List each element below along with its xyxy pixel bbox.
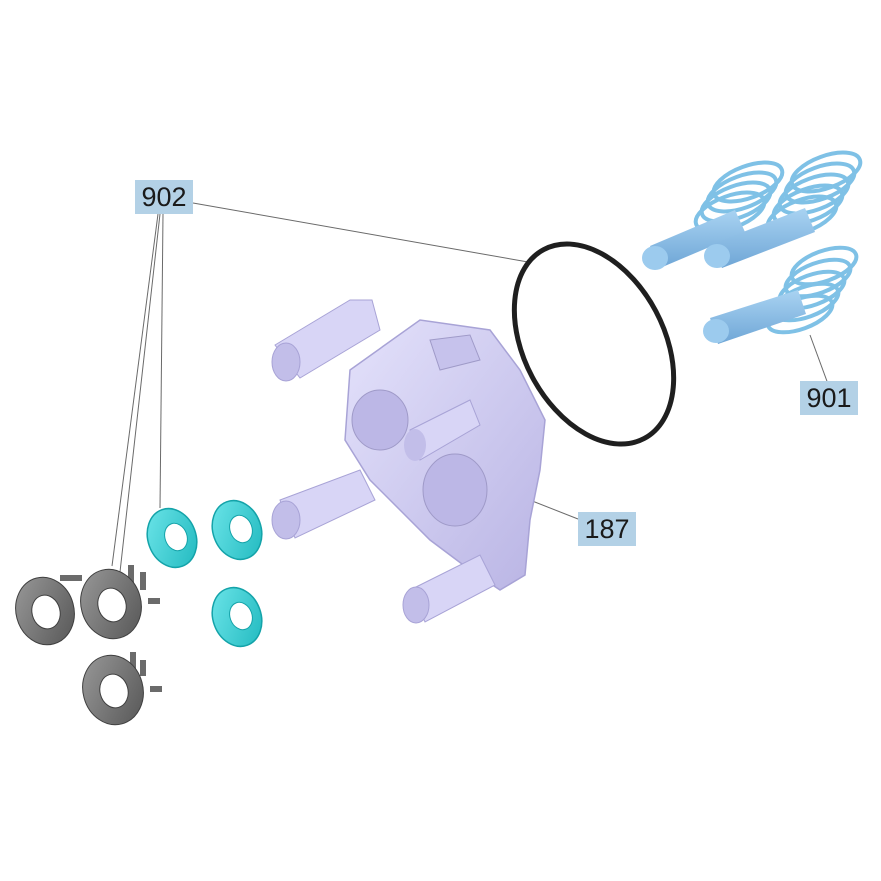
o-ring (511, 241, 677, 447)
leader-902-seal (159, 213, 164, 509)
seal-ring-1 (146, 507, 198, 569)
callout-label-187: 187 (584, 514, 630, 544)
valve-caps (15, 565, 162, 726)
callout-label-902: 902 (141, 182, 187, 212)
seal-ring-2 (211, 499, 263, 561)
leader-902-oring (192, 202, 529, 263)
piston-spring-assemblies (642, 150, 863, 344)
leader-902-cap-b (111, 213, 159, 567)
pump-housing (271, 299, 546, 624)
seal-ring-3 (211, 586, 263, 648)
leader-901-spring (809, 334, 829, 385)
callout-label-901: 901 (806, 383, 852, 413)
leader-lines (111, 202, 829, 573)
valve-cap-1 (15, 575, 82, 646)
piston-spring-1 (642, 160, 785, 270)
piston-spring-3 (703, 245, 859, 344)
seal-rings (146, 499, 263, 648)
valve-cap-2 (80, 565, 160, 640)
label-backgrounds (135, 180, 858, 546)
piston-spring-2 (704, 150, 863, 268)
valve-cap-3 (82, 652, 162, 726)
leader-902-cap-a (119, 213, 161, 573)
